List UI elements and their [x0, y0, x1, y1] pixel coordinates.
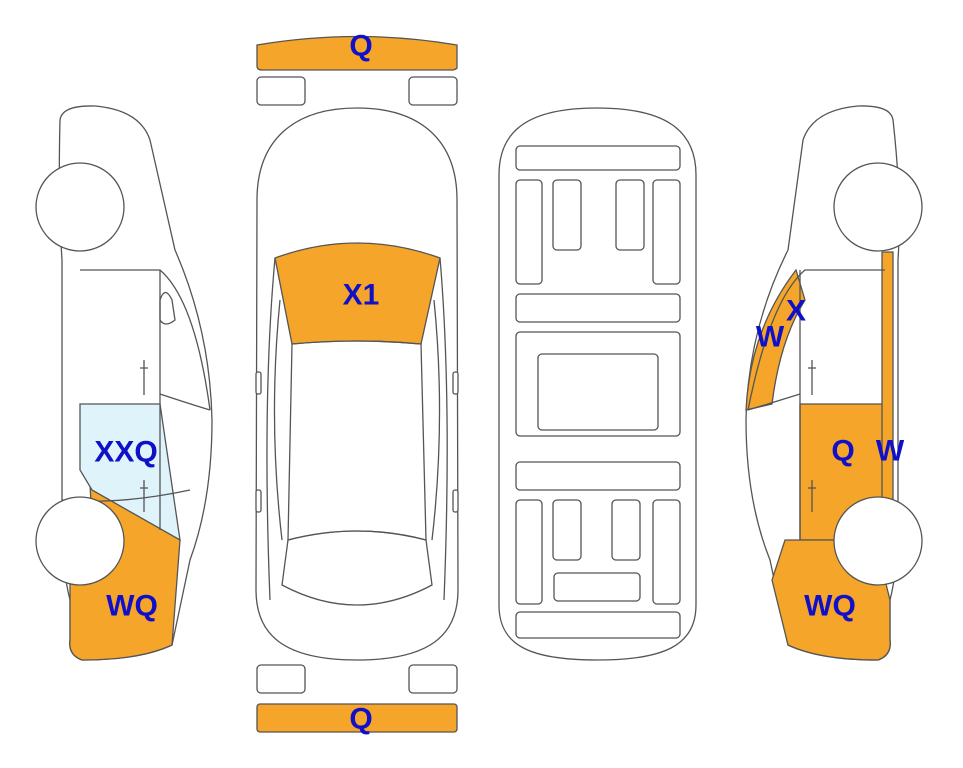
- rear-bumper-label: Q: [349, 703, 372, 736]
- rear-bumper-view: [256, 664, 458, 733]
- right-sill-line: [747, 393, 801, 411]
- left-glass-label: XXQ: [94, 436, 157, 469]
- front-bumper-view: [256, 35, 458, 106]
- right-door-line: [431, 299, 441, 541]
- front-bumper-label: Q: [349, 30, 372, 63]
- front-light-right: [408, 76, 458, 106]
- left-mirror: [255, 371, 262, 395]
- frame-block: [553, 572, 641, 602]
- left-window-line: [80, 269, 211, 411]
- right-pillar-w-label: W: [756, 321, 785, 354]
- right-rear-handle: [452, 489, 459, 513]
- left-rear-quarter-label: WQ: [106, 590, 158, 623]
- right-rear-door-label: Q: [831, 435, 854, 468]
- right-mirror: [452, 371, 459, 395]
- right-pillar-x-label: X: [786, 295, 806, 328]
- right-a-pillar-panel[interactable]: [745, 268, 806, 411]
- front-light-left: [256, 76, 306, 106]
- left-side-line: [266, 257, 276, 601]
- frame-block: [515, 179, 543, 285]
- right-rear-quarter-label: WQ: [804, 590, 856, 623]
- top-body-outline: [255, 107, 459, 661]
- left-mirror-outline: [159, 291, 176, 325]
- left-side-view: [35, 105, 213, 661]
- frame-block: [515, 499, 543, 605]
- right-front-wheel: [833, 162, 923, 252]
- right-handle: [808, 360, 816, 395]
- left-rear-handle: [255, 489, 262, 513]
- left-rear-wheel: [35, 496, 125, 586]
- left-sill-line: [159, 393, 211, 411]
- left-handle-rear: [140, 480, 148, 512]
- left-front-wheel: [35, 162, 125, 252]
- left-rear-glass-panel[interactable]: [79, 403, 181, 542]
- underbody-view: [498, 107, 697, 661]
- windshield-label: X1: [343, 279, 380, 312]
- rear-window-outline: [281, 530, 433, 606]
- frame-block: [615, 179, 645, 251]
- frame-block: [652, 499, 681, 605]
- right-handle-rear: [808, 480, 816, 512]
- right-rear-wheel: [833, 496, 923, 586]
- frame-center-box: [537, 353, 659, 431]
- damage-labels: Q X1 Q XXQ WQ W X Q W WQ: [94, 30, 905, 736]
- right-side-view: [745, 105, 923, 661]
- left-handle: [140, 360, 148, 395]
- front-bumper-panel[interactable]: [256, 35, 458, 71]
- right-side-line: [439, 257, 448, 601]
- frame-block: [652, 179, 681, 285]
- rear-bumper-panel[interactable]: [256, 703, 458, 733]
- right-window-line: [747, 269, 885, 411]
- right-rear-pillar-label: W: [876, 435, 905, 468]
- frame-rail-front: [515, 145, 681, 171]
- frame-block: [552, 179, 582, 251]
- frame-block: [611, 499, 641, 561]
- left-door-line: [273, 299, 283, 541]
- rear-light-right: [408, 664, 458, 694]
- top-view: [255, 107, 459, 661]
- rear-light-left: [256, 664, 306, 694]
- frame-crossmember: [515, 461, 681, 491]
- frame-block: [552, 499, 582, 561]
- frame-rail-rear: [515, 611, 681, 639]
- frame-crossmember: [515, 293, 681, 323]
